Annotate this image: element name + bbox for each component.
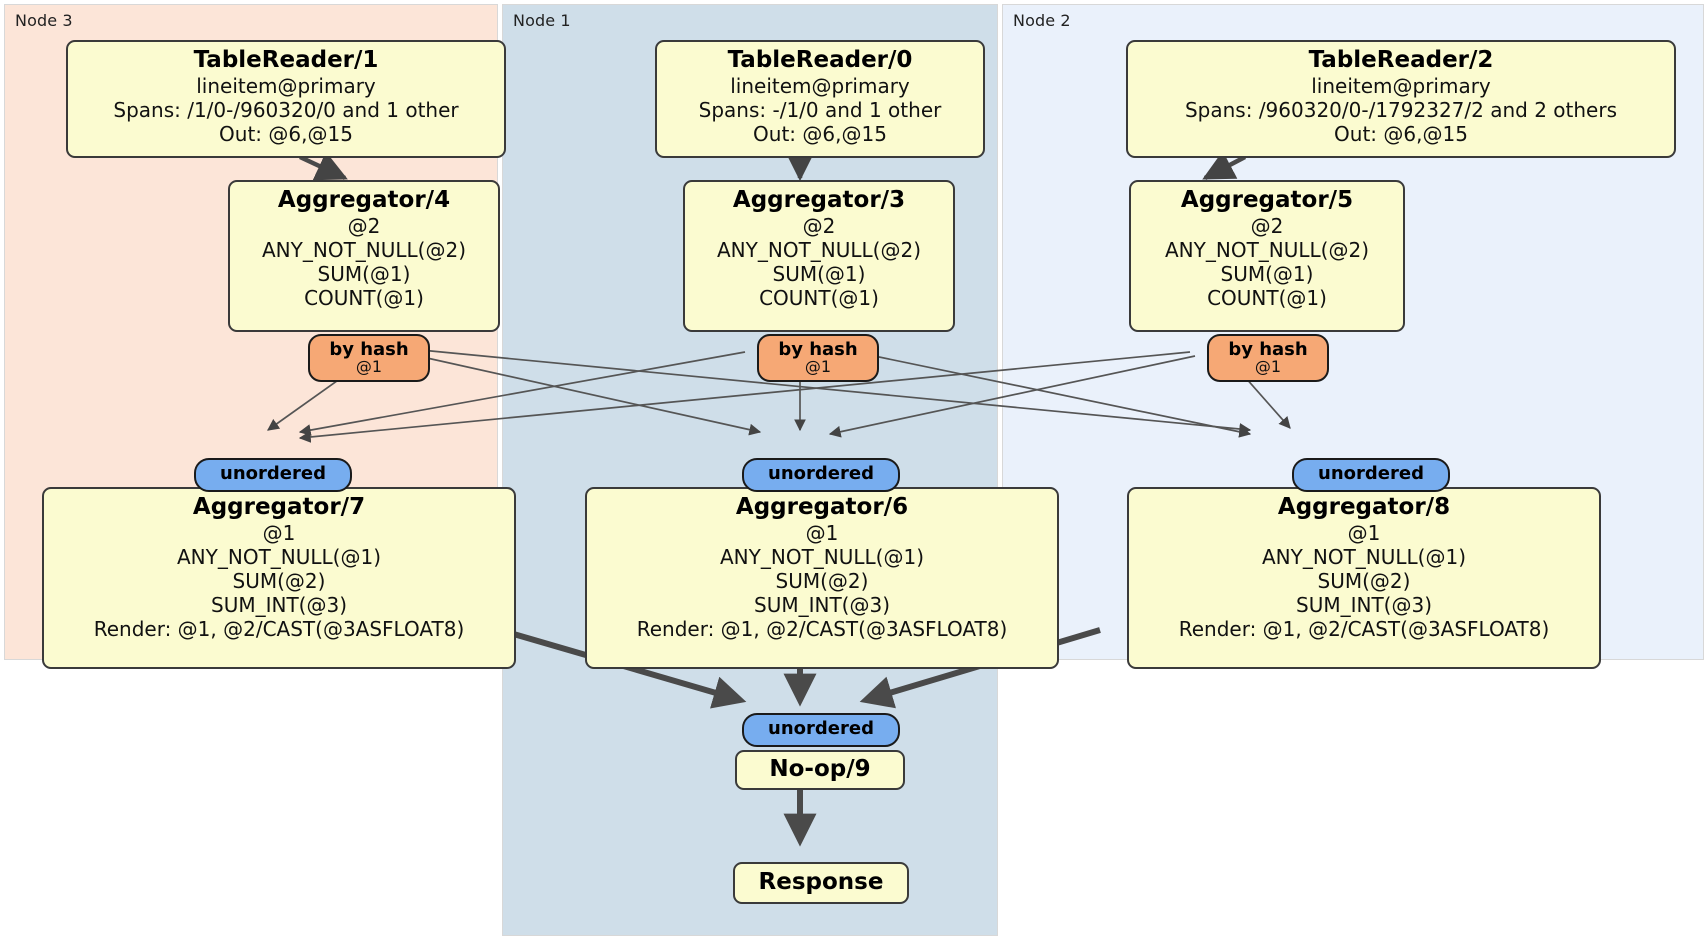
router-unordered-center[interactable]: unordered xyxy=(742,458,900,492)
processor-response[interactable]: Response xyxy=(733,862,909,904)
router-by-hash-right[interactable]: by hash @1 xyxy=(1207,334,1329,382)
processor-line: SUM_INT(@3) xyxy=(1296,593,1432,618)
processor-line: ANY_NOT_NULL(@2) xyxy=(262,238,466,263)
processor-line: ANY_NOT_NULL(@2) xyxy=(717,238,921,263)
processor-line: @1 xyxy=(262,521,296,546)
processor-line: @1 xyxy=(805,521,839,546)
processor-line: Spans: /1/0-/960320/0 and 1 other xyxy=(113,98,459,123)
processor-aggregator-8[interactable]: Aggregator/8 @1 ANY_NOT_NULL(@1) SUM(@2)… xyxy=(1127,487,1601,669)
processor-line: ANY_NOT_NULL(@1) xyxy=(1262,545,1466,570)
processor-line: Out: @6,@15 xyxy=(219,122,353,147)
processor-tablereader-0[interactable]: TableReader/0 lineitem@primary Spans: -/… xyxy=(655,40,985,158)
processor-aggregator-4[interactable]: Aggregator/4 @2 ANY_NOT_NULL(@2) SUM(@1)… xyxy=(228,180,500,332)
router-sublabel: @1 xyxy=(804,357,832,377)
processor-title: TableReader/2 xyxy=(1308,47,1494,73)
processor-line: SUM(@1) xyxy=(317,262,411,287)
processor-line: SUM_INT(@3) xyxy=(754,593,890,618)
processor-aggregator-6[interactable]: Aggregator/6 @1 ANY_NOT_NULL(@1) SUM(@2)… xyxy=(585,487,1059,669)
processor-title: Aggregator/5 xyxy=(1180,187,1354,213)
processor-title: No-op/9 xyxy=(769,756,871,782)
router-by-hash-center[interactable]: by hash @1 xyxy=(757,334,879,382)
processor-line: Out: @6,@15 xyxy=(753,122,887,147)
router-sublabel: @1 xyxy=(1254,357,1282,377)
processor-noop-9[interactable]: No-op/9 xyxy=(735,750,905,790)
router-unordered-final[interactable]: unordered xyxy=(742,713,900,747)
node-label-node3: Node 3 xyxy=(15,11,73,30)
processor-line: @2 xyxy=(347,214,381,239)
processor-line: Render: @1, @2/CAST(@3ASFLOAT8) xyxy=(636,617,1008,642)
processor-line: @2 xyxy=(802,214,836,239)
processor-tablereader-2[interactable]: TableReader/2 lineitem@primary Spans: /9… xyxy=(1126,40,1676,158)
processor-line: @2 xyxy=(1250,214,1284,239)
processor-line: Render: @1, @2/CAST(@3ASFLOAT8) xyxy=(1178,617,1550,642)
processor-line: ANY_NOT_NULL(@1) xyxy=(720,545,924,570)
processor-title: Aggregator/3 xyxy=(732,187,906,213)
node-label-node1: Node 1 xyxy=(513,11,571,30)
router-label: unordered xyxy=(1318,463,1424,484)
processor-title: TableReader/1 xyxy=(193,47,379,73)
processor-title: Response xyxy=(758,869,884,895)
router-label: unordered xyxy=(220,463,326,484)
processor-tablereader-1[interactable]: TableReader/1 lineitem@primary Spans: /1… xyxy=(66,40,506,158)
processor-line: @1 xyxy=(1347,521,1381,546)
processor-line: lineitem@primary xyxy=(730,74,910,99)
processor-title: Aggregator/4 xyxy=(277,187,451,213)
processor-line: Spans: -/1/0 and 1 other xyxy=(698,98,942,123)
router-sublabel: @1 xyxy=(355,357,383,377)
processor-line: lineitem@primary xyxy=(196,74,376,99)
processor-line: COUNT(@1) xyxy=(1207,286,1327,311)
router-by-hash-left[interactable]: by hash @1 xyxy=(308,334,430,382)
processor-line: COUNT(@1) xyxy=(759,286,879,311)
processor-title: TableReader/0 xyxy=(727,47,913,73)
processor-line: ANY_NOT_NULL(@1) xyxy=(177,545,381,570)
processor-line: SUM(@2) xyxy=(232,569,326,594)
router-unordered-right[interactable]: unordered xyxy=(1292,458,1450,492)
router-label: unordered xyxy=(768,718,874,739)
processor-line: Out: @6,@15 xyxy=(1334,122,1468,147)
processor-line: SUM_INT(@3) xyxy=(211,593,347,618)
processor-line: Render: @1, @2/CAST(@3ASFLOAT8) xyxy=(93,617,465,642)
processor-line: SUM(@2) xyxy=(1317,569,1411,594)
processor-title: Aggregator/6 xyxy=(735,494,909,520)
processor-line: Spans: /960320/0-/1792327/2 and 2 others xyxy=(1184,98,1617,123)
processor-line: SUM(@2) xyxy=(775,569,869,594)
processor-line: ANY_NOT_NULL(@2) xyxy=(1165,238,1369,263)
processor-aggregator-7[interactable]: Aggregator/7 @1 ANY_NOT_NULL(@1) SUM(@2)… xyxy=(42,487,516,669)
router-unordered-left[interactable]: unordered xyxy=(194,458,352,492)
processor-line: COUNT(@1) xyxy=(304,286,424,311)
router-label: unordered xyxy=(768,463,874,484)
node-label-node2: Node 2 xyxy=(1013,11,1071,30)
processor-title: Aggregator/8 xyxy=(1277,494,1451,520)
processor-aggregator-5[interactable]: Aggregator/5 @2 ANY_NOT_NULL(@2) SUM(@1)… xyxy=(1129,180,1405,332)
processor-title: Aggregator/7 xyxy=(192,494,366,520)
processor-aggregator-3[interactable]: Aggregator/3 @2 ANY_NOT_NULL(@2) SUM(@1)… xyxy=(683,180,955,332)
processor-line: SUM(@1) xyxy=(772,262,866,287)
processor-line: lineitem@primary xyxy=(1311,74,1491,99)
processor-line: SUM(@1) xyxy=(1220,262,1314,287)
